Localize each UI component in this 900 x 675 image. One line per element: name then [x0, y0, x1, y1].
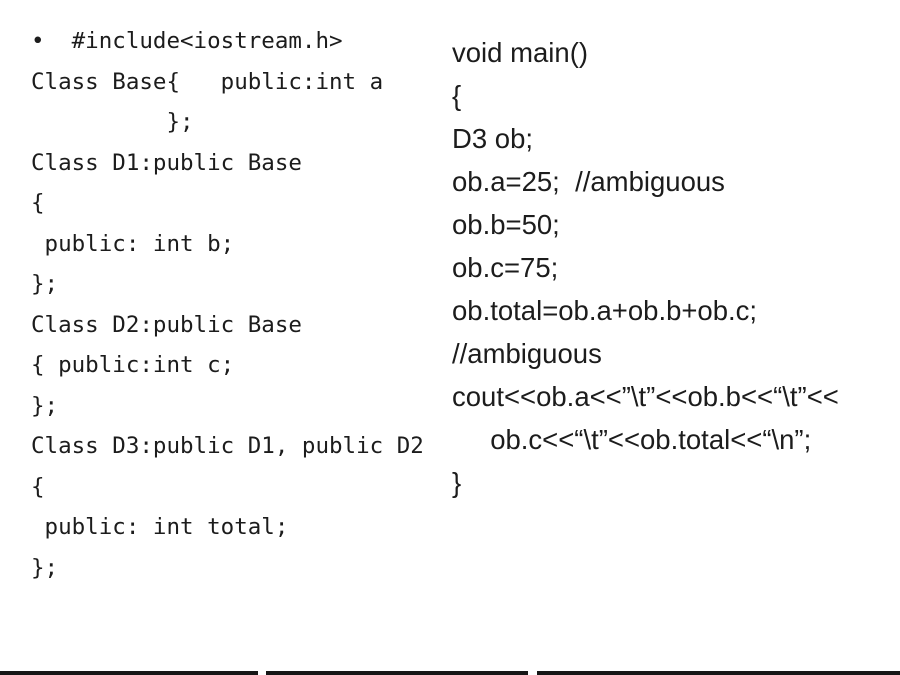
code-line: ob.b=50; [452, 209, 560, 240]
code-line: Class D3:public D1, public D2 [31, 433, 424, 459]
code-line: Class Base{ public:int a [31, 68, 384, 95]
bottom-bar [0, 670, 900, 675]
bottom-bar-segment [0, 671, 258, 675]
code-line: }; [31, 109, 194, 135]
code-line: { public:int c; [31, 352, 235, 378]
class-definitions-code-block: • #include<iostream.h> Class Base{ public… [31, 21, 424, 588]
bottom-bar-segment [266, 671, 528, 675]
code-line: cout<<ob.a<<”\t”<<ob.b<<“\t”<< [452, 381, 839, 412]
code-line: }; [31, 271, 59, 297]
code-line: } [452, 467, 462, 498]
main-function-code-block: void main() { D3 ob; ob.a=25; //ambiguous ob… [452, 31, 839, 504]
code-line: ob.c=75; [452, 252, 559, 283]
code-line: Class D1:public Base [31, 149, 302, 176]
code-line: Class D2:public Base [31, 311, 302, 338]
bottom-bar-segment [537, 671, 900, 675]
code-line: • #include<iostream.h> [31, 28, 343, 54]
code-line: { [31, 190, 45, 216]
code-line: void main() [452, 37, 589, 68]
code-line: }; [31, 554, 59, 581]
code-line: public: int total; [31, 514, 289, 540]
code-line: ob.total=ob.a+ob.b+ob.c; [452, 295, 758, 326]
code-line: ob.c<<“\t”<<ob.total<<“\n”; [452, 424, 812, 455]
code-line: { [452, 80, 462, 111]
code-line: }; [31, 392, 59, 419]
code-line: ob.a=25; //ambiguous [452, 166, 725, 197]
code-line: { [31, 473, 45, 500]
code-line: //ambiguous [452, 338, 602, 369]
code-line: public: int b; [31, 230, 235, 257]
code-line: D3 ob; [452, 123, 534, 154]
